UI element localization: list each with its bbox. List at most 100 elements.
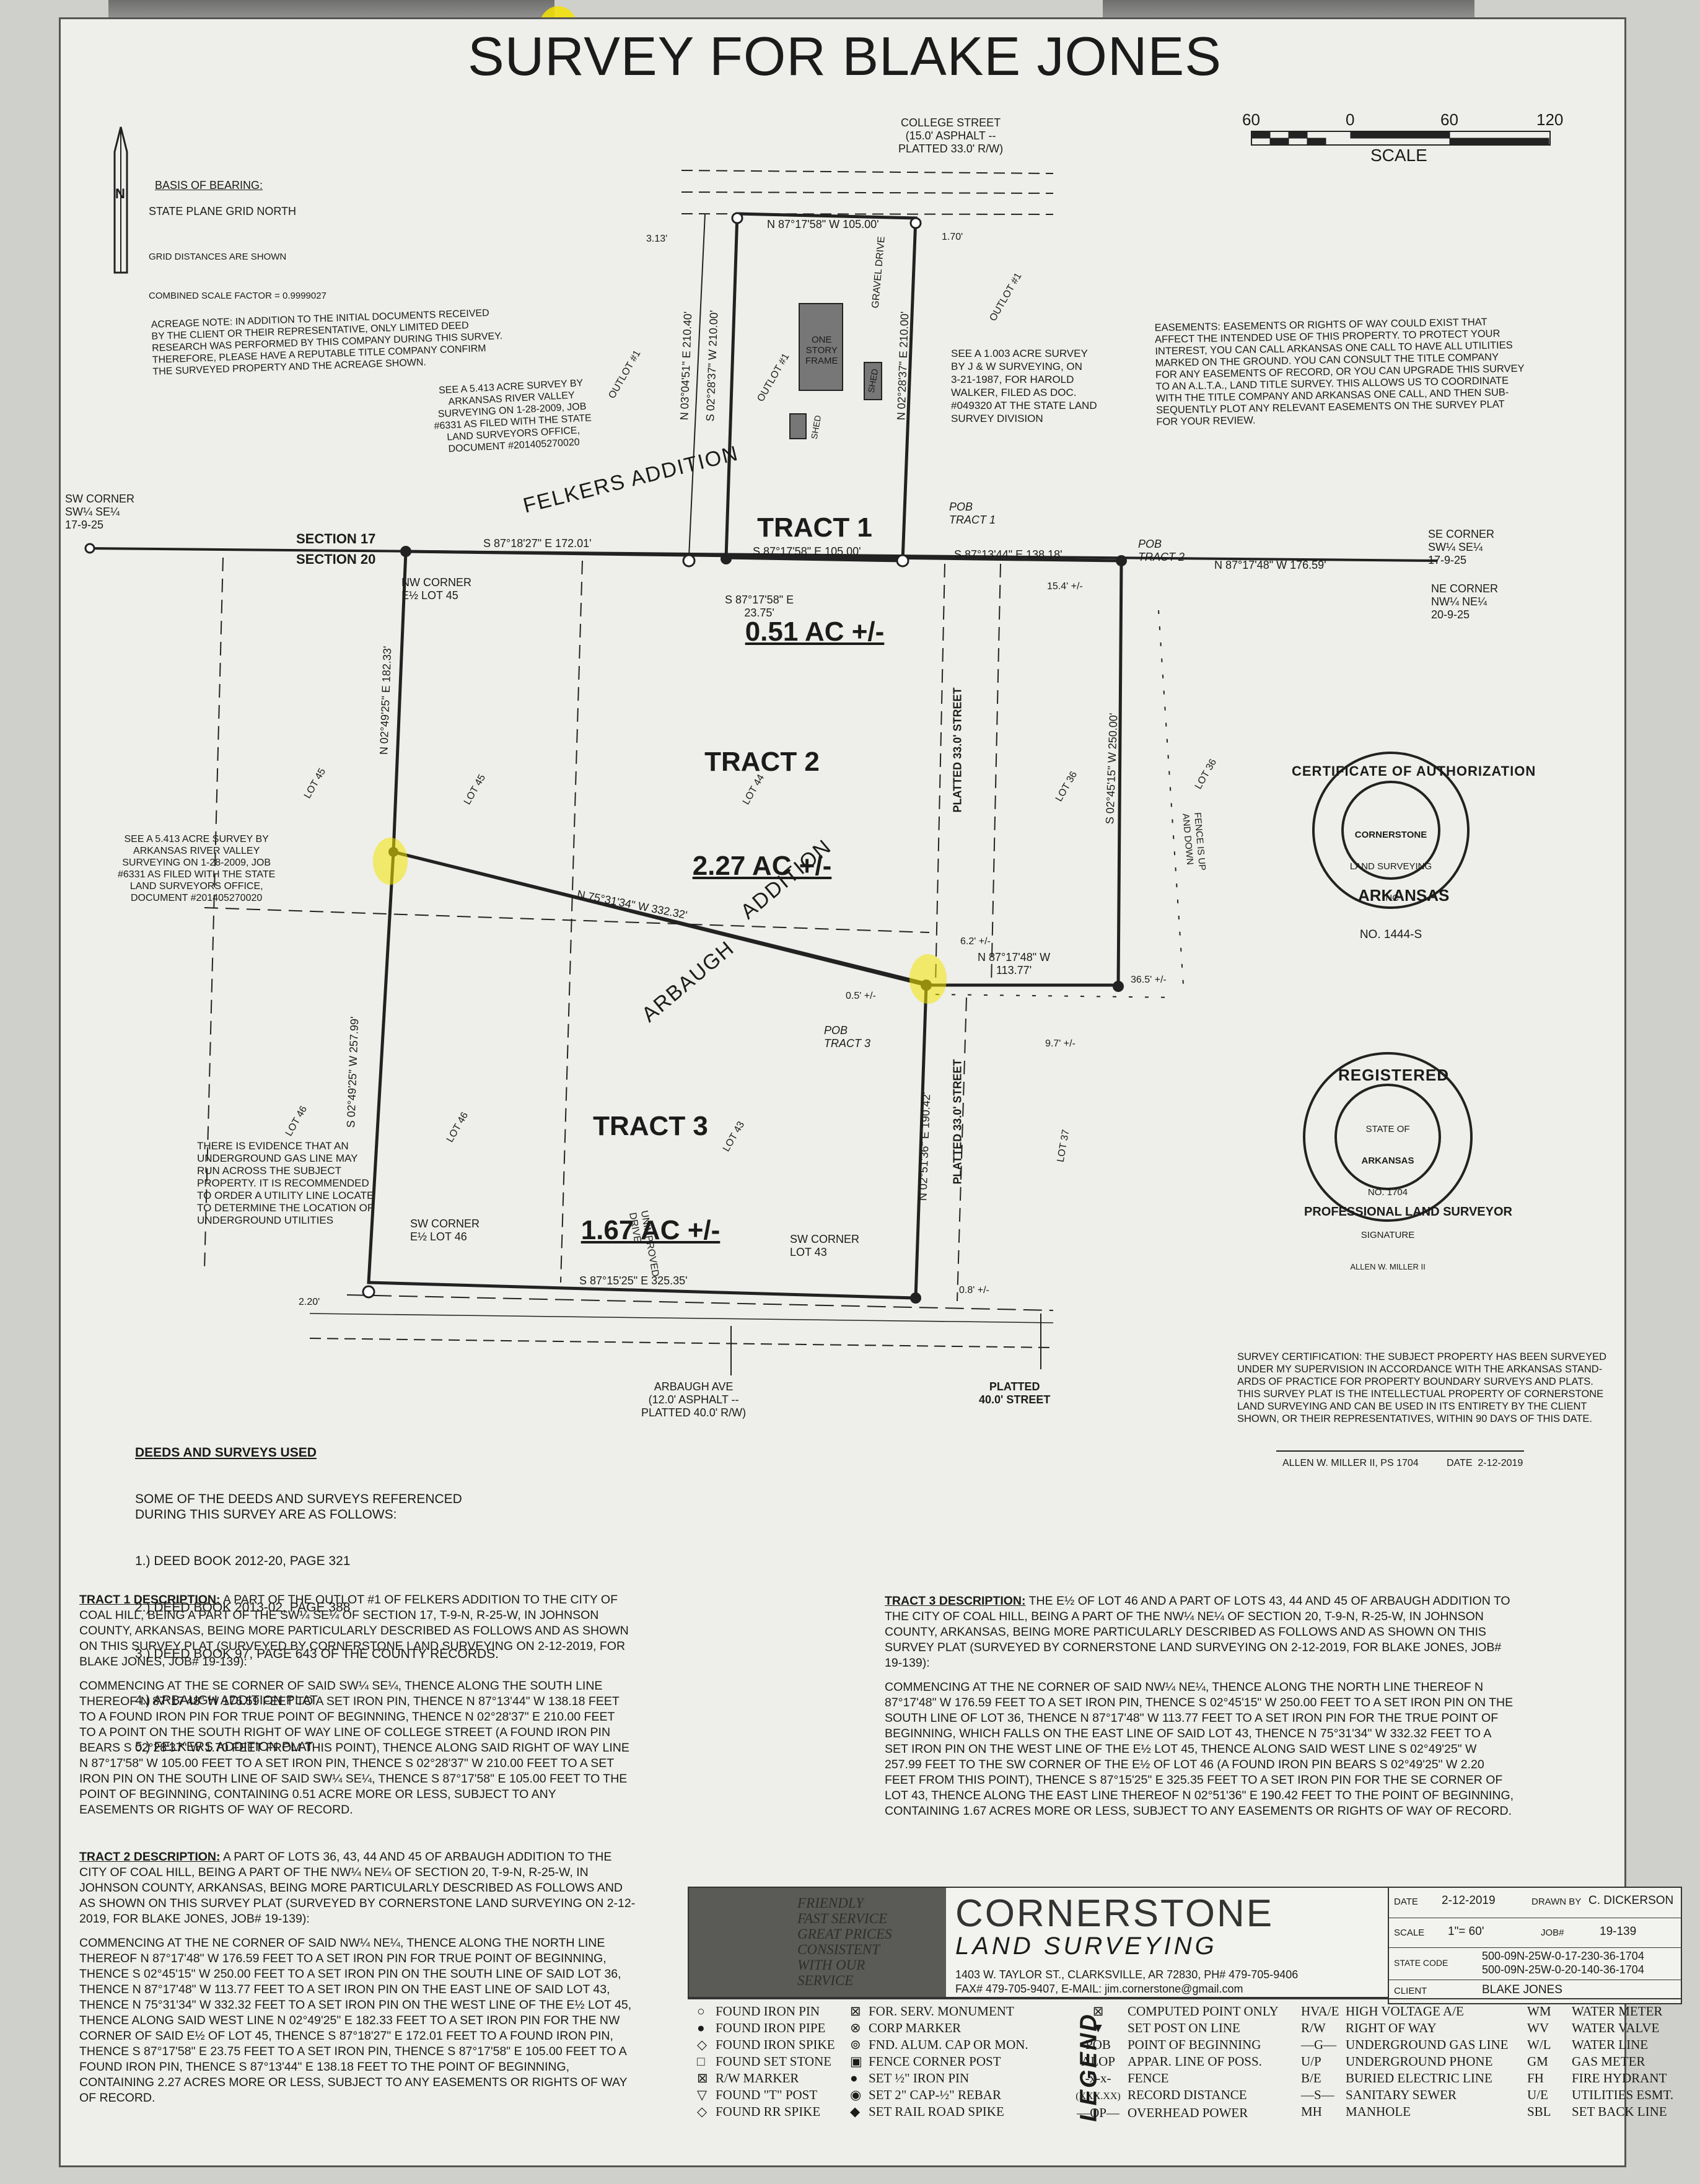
legend-item-label: HIGH VOLTAGE A/E (1346, 2004, 1464, 2019)
section-20-label: SECTION 20 (296, 551, 376, 567)
legend-item: ◉SET 2" CAP-½" REBAR (850, 2087, 1028, 2103)
north-letter: N (115, 186, 125, 201)
tract-2-description-heading: TRACT 2 DESCRIPTION: (79, 1850, 221, 1864)
legend-abbrev: POB (1085, 2037, 1111, 2052)
legend-abbrev: U/E (1527, 2087, 1548, 2102)
acreage-note: ACREAGE NOTE: IN ADDITION TO THE INITIAL… (151, 307, 503, 377)
tract-3-description-intro: THE E½ OF LOT 46 AND A PART OF LOTS 43, … (885, 1594, 1510, 1670)
company-address: 1403 W. TAYLOR ST., CLARKSVILLE, AR 7283… (955, 1968, 1299, 1981)
tract-3-description-body: COMMENCING AT THE NE CORNER OF SAID NW¼ … (885, 1680, 1514, 1818)
date-label: DATE (1394, 1897, 1418, 1907)
offset-i: 0.8' +/- (959, 1285, 989, 1296)
bearing-section-c: N 87°17'48" W 176.59' (1214, 559, 1326, 571)
state-code-1: 500-09N-25W-0-17-230-36-1704 (1482, 1950, 1644, 1962)
basis-of-bearing: BASIS OF BEARING: STATE PLANE GRID NORTH… (149, 166, 326, 315)
tract-2-description-intro: A PART OF LOTS 36, 43, 44 AND 45 OF ARBA… (79, 1850, 636, 1926)
tract-1-description: TRACT 1 DESCRIPTION: A PART OF THE OUTLO… (79, 1592, 631, 1818)
legend-abbrev: (XXX.XX) (1076, 2091, 1121, 2102)
platted-33-street-label-a: PLATTED 33.0' STREET (951, 687, 964, 813)
deed-item: 1.) DEED BOOK 2012-20, PAGE 321 (135, 1554, 351, 1568)
legend-item-label: FOUND SET STONE (716, 2054, 832, 2069)
drawn-by-label: DRAWN BY (1531, 1897, 1582, 1907)
scale-label-tb: SCALE (1394, 1927, 1425, 1938)
found-iron-pin-icon: ○ (697, 2004, 705, 2019)
seal-reg-inner1: STATE OF (1365, 1124, 1410, 1134)
legend-item-label: R/W MARKER (716, 2071, 799, 2085)
legend-item-label: FENCE (1128, 2071, 1169, 2085)
seal-auth-inner: CORNERSTONE LAND SURVEYING INC NO. 1444-… (1347, 809, 1434, 950)
corp-marker-icon: ⊗ (850, 2020, 861, 2035)
survey-reference-3: SEE A 1.003 ACRE SURVEY BY J & W SURVEYI… (951, 348, 1097, 424)
seal-auth-inner3: INC (1383, 893, 1399, 903)
legend-item-label: FOUND IRON PIPE (716, 2020, 826, 2035)
deed-item: 2.) DEED BOOK 2013-02, PAGE 388 (135, 1600, 351, 1615)
scale-value: 1"= 60' (1448, 1925, 1484, 1938)
legend-item-label: WATER VALVE (1572, 2020, 1660, 2035)
job-value: 19-139 (1600, 1925, 1637, 1938)
tract-3-description-heading: TRACT 3 DESCRIPTION: (885, 1594, 1026, 1608)
offset-d: 6.2' +/- (960, 936, 991, 947)
seal-reg-ring-top: REGISTERED (1338, 1066, 1450, 1084)
legend-item-label: SET BACK LINE (1572, 2104, 1667, 2119)
legend-item: □FOUND SET STONE (697, 2053, 835, 2070)
legend-item: ○FOUND IRON PIN (697, 2003, 835, 2020)
college-street-label: COLLEGE STREET (15.0' ASPHALT -- PLATTED… (898, 116, 1004, 155)
legend-item: GM GAS METER (1527, 2053, 1673, 2070)
gas-line-icon: —G— (1301, 2037, 1337, 2052)
seal-reg-inner3: NO. 1704 (1367, 1187, 1408, 1198)
client-label: CLIENT (1394, 1986, 1427, 1996)
scale-tick-2: 60 (1440, 110, 1458, 129)
legend-item: —G—UNDERGROUND GAS LINE (1301, 2037, 1509, 2053)
legend-item-label: RECORD DISTANCE (1128, 2087, 1247, 2102)
deeds-title: DEEDS AND SURVEYS USED (135, 1445, 317, 1460)
sw-corner-label: SW CORNER SW¼ SE¼ 17-9-25 (65, 493, 134, 531)
legend-item-label: BURIED ELECTRIC LINE (1346, 2071, 1492, 2085)
legend-abbrev: U/P (1301, 2054, 1321, 2069)
legend-abbrev: R/W (1301, 2020, 1326, 2035)
tract-1-label: TRACT 1 0.51 AC +/- (728, 441, 901, 684)
legend-item: ⊠R/W MARKER (697, 2070, 835, 2087)
legend-item-label: GAS METER (1572, 2054, 1645, 2069)
found-iron-pipe-icon: ● (697, 2020, 705, 2035)
seal-auth-number: NO. 1444-S (1359, 928, 1422, 941)
legend-item: ▽FOUND "T" POST (697, 2087, 835, 2103)
legend-item-label: WATER LINE (1572, 2037, 1649, 2052)
tract-3-label: TRACT 3 1.67 AC +/- (558, 1040, 743, 1283)
seal-auth-inner2: LAND SURVEYING (1349, 861, 1432, 872)
survey-certification: SURVEY CERTIFICATION: THE SUBJECT PROPER… (1237, 1351, 1606, 1424)
legend-item: SBL SET BACK LINE (1527, 2103, 1673, 2120)
deeds-section: DEEDS AND SURVEYS USED SOME OF THE DEEDS… (135, 1414, 499, 1770)
legend-item-label: POINT OF BEGINNING (1128, 2037, 1261, 2052)
bearing-t3-south: S 87°15'25" E 325.35' (579, 1274, 688, 1287)
signature-line-name: ALLEN W. MILLER II, PS 1704 (1282, 1458, 1419, 1468)
legend-column-2: ⊠FOR. SERV. MONUMENT ⊗CORP MARKER ⊚FND. … (850, 2003, 1028, 2120)
scale-tick-1: 0 (1346, 110, 1355, 129)
legend-abbrev: GM (1527, 2054, 1548, 2069)
deeds-intro: SOME OF THE DEEDS AND SURVEYS REFERENCED… (135, 1492, 462, 1522)
page-title: SURVEY FOR BLAKE JONES (468, 25, 1222, 87)
ne-corner-label: NE CORNER NW¼ NE¼ 20-9-25 (1431, 582, 1499, 621)
legend-item-label: UNDERGROUND PHONE (1346, 2054, 1493, 2069)
legend-item-label: MANHOLE (1346, 2104, 1411, 2119)
tract-1-name: TRACT 1 (757, 512, 872, 543)
pob-tract2-label: POB TRACT 2 (1138, 538, 1185, 563)
legend-item-label: UTILITIES ESMT. (1572, 2087, 1674, 2102)
sw-corner-lot46-label: SW CORNER E½ LOT 46 (410, 1217, 480, 1243)
legend-item-label: SET POST ON LINE (1128, 2020, 1240, 2035)
company-contact: FAX# 479-705-9407, E-MAIL: jim.cornersto… (955, 1983, 1243, 1995)
cap-rebar-icon: ◉ (850, 2087, 862, 2102)
legend-abbrev: SBL (1527, 2104, 1551, 2119)
job-label: JOB# (1541, 1927, 1564, 1938)
arbaugh-ave-label: ARBAUGH AVE (12.0' ASPHALT -- PLATTED 40… (641, 1380, 747, 1419)
rr-spike-icon: ◇ (697, 2104, 708, 2119)
legend-item: U/E UTILITIES ESMT. (1527, 2087, 1673, 2103)
company-name-2: LAND SURVEYING (955, 1932, 1217, 1960)
bearing-t1-south: S 87°17'58" E 105.00' (753, 545, 861, 558)
seal-reg-name: ALLEN W. MILLER II (1350, 1262, 1426, 1271)
